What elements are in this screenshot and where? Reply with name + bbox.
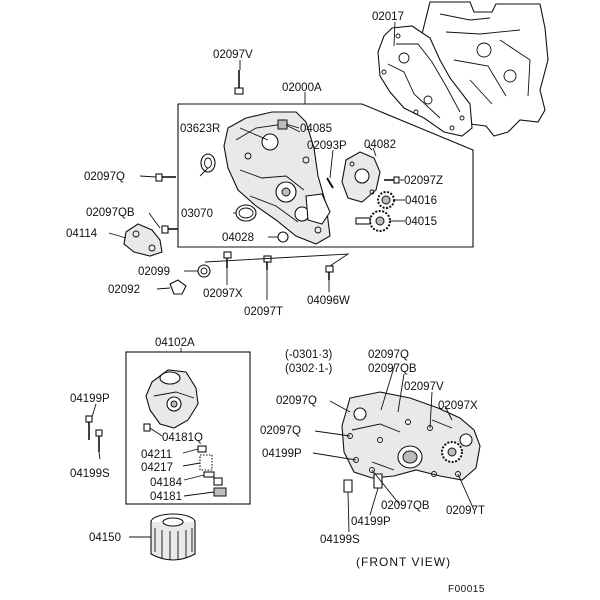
part-number-labels: 02017 02097V 02000A 03623R 04085 02093P … [66,11,485,595]
label-02097X-top: 02097X [203,288,243,300]
label-04028: 04028 [222,232,254,244]
label-fv-range-2: (0302·1-) [285,363,332,375]
gear-04016-drawing [377,191,395,209]
label-04102A: 04102A [155,337,195,349]
oil-pump-case-drawing [223,111,331,245]
gasket-02092-drawing [169,279,187,295]
label-03623R: 03623R [180,123,220,135]
label-fv-range-1: (-0301·3) [285,349,332,361]
label-02000A: 02000A [282,82,322,94]
bolt-02097Q-drawing [155,173,176,182]
oil-filter-bracket-drawing [145,369,199,429]
label-fv-02097Q-a: 02097Q [368,349,409,361]
label-02093P: 02093P [307,140,347,152]
oil-filter-04150-drawing [150,513,196,561]
label-04114: 04114 [66,228,98,240]
label-04181Q: 04181Q [162,432,203,444]
ring-04028-drawing [277,231,289,243]
label-04082: 04082 [364,139,396,151]
bracket-04114-drawing [123,223,163,257]
leader-lines-filter [91,403,215,538]
leader-lines-top [108,21,405,300]
label-02097V-top: 02097V [213,49,253,61]
label-02097QB-top: 02097QB [86,207,135,219]
label-fv-04199P-b: 04199P [351,516,391,528]
label-fv-02097X: 02097X [438,400,478,412]
o-ring-03070-drawing [235,204,257,222]
front-view-caption: (FRONT VIEW) [356,555,451,569]
engine-block-drawing [377,1,549,137]
label-02017: 02017 [372,11,404,23]
label-03070: 03070 [181,208,213,220]
leader-lines-front-view [312,363,475,533]
label-04199S-left: 04199S [70,468,110,480]
figure-code: F00015 [448,584,485,595]
bolt-02097X-drawing [223,251,232,268]
label-02097Q-top: 02097Q [84,171,125,183]
gasket-02099-drawing [197,264,211,278]
label-04181: 04181 [150,491,182,503]
label-04217: 04217 [141,462,173,474]
oil-pump-case-assembly-box [177,103,474,248]
label-fv-02097QB-a: 02097QB [368,363,417,375]
oil-filter-bracket-box [125,348,251,505]
label-02099: 02099 [138,266,170,278]
label-fv-02097Q-c: 02097Q [260,425,301,437]
oil-seal-03623R-drawing [200,153,216,173]
label-04015: 04015 [405,216,437,228]
pump-cover-04082-drawing [341,147,381,203]
label-fv-02097V: 02097V [404,381,444,393]
label-02092: 02092 [108,284,140,296]
bolt-04096W-drawing [325,265,334,280]
label-fv-02097Q-b: 02097Q [276,395,317,407]
gear-shaft-04015-drawing [355,210,391,232]
label-04211: 04211 [141,449,172,461]
label-fv-02097QB-b: 02097QB [381,500,430,512]
pin-02093P-drawing [326,177,334,189]
label-02097T-top: 02097T [244,306,283,318]
front-view-drawing [341,391,481,493]
label-04199P-left: 04199P [70,393,110,405]
label-04085: 04085 [300,123,332,135]
label-04150: 04150 [89,532,121,544]
label-fv-04199S: 04199S [320,534,360,546]
bolt-02097V-drawing [234,70,244,95]
label-04016: 04016 [405,195,437,207]
label-fv-04199P-a: 04199P [262,448,302,460]
screw-02097Z-drawing [384,176,400,184]
label-02097Z: 02097Z [404,175,443,187]
bolt-02097QB-drawing [161,225,178,234]
label-04096W: 04096W [307,295,350,307]
label-fv-02097T: 02097T [446,505,485,517]
bolts-04199-left-drawing [85,415,103,452]
relief-valve-parts-drawing [143,423,227,497]
plug-04085-drawing [277,119,288,130]
label-04184: 04184 [150,477,183,489]
